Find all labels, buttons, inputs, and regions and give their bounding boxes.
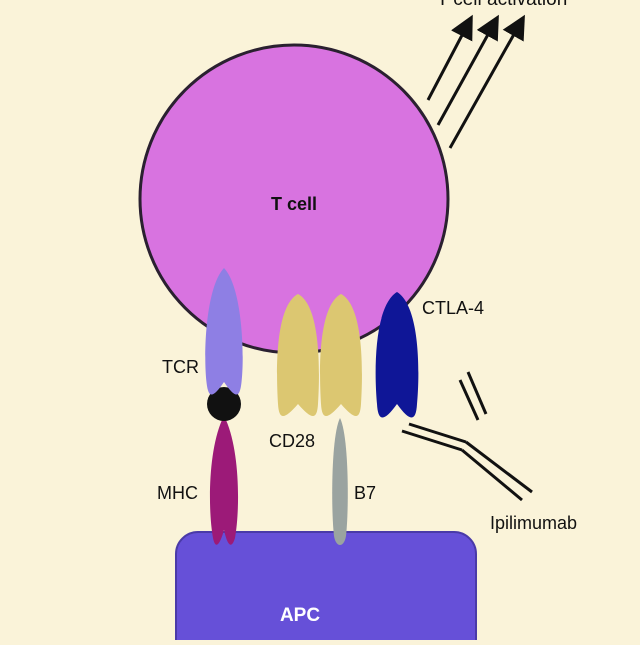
antibody-arm-left-outer	[401, 429, 463, 452]
mhc-label: MHC	[157, 483, 198, 503]
antibody-stem-inner	[465, 440, 533, 494]
activation-label: T cell activation	[437, 0, 568, 10]
tcr-label: TCR	[162, 357, 199, 377]
apc-body	[175, 531, 477, 645]
mhc-receptor	[209, 420, 239, 545]
antibody-arm-right-inner	[466, 371, 488, 415]
peptide-antigen	[207, 387, 241, 421]
activation-arrow-1	[426, 14, 473, 101]
tcr-receptor	[205, 268, 243, 395]
cd28-label: CD28	[269, 431, 315, 451]
b7-ligand	[332, 418, 348, 545]
activation-arrow-3	[448, 14, 525, 149]
cd28-receptor-1	[277, 294, 319, 416]
ipilimumab-label: Ipilimumab	[490, 513, 577, 533]
b7-label: B7	[354, 483, 376, 503]
apc-label: APC	[280, 605, 320, 626]
cd28-receptor-2	[320, 294, 362, 416]
antibody-arm-left-inner	[408, 422, 467, 444]
apc-cell: APC	[175, 531, 477, 645]
ipilimumab-antibody	[401, 371, 533, 502]
ctla4-label: CTLA-4	[422, 298, 484, 318]
activation-arrows	[426, 14, 525, 149]
antibody-stem-outer	[461, 448, 523, 502]
t-cell-label: T cell	[271, 194, 317, 214]
ctla4-receptor	[375, 292, 419, 418]
antibody-arm-right-outer	[458, 379, 480, 421]
activation-arrow-2	[436, 14, 499, 126]
